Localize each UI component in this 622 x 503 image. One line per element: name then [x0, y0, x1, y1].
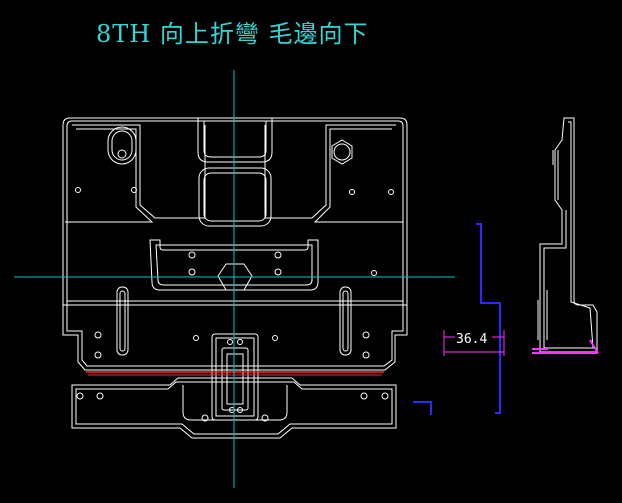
- plate-outline: [62, 117, 408, 371]
- small-holes: [75, 187, 394, 359]
- bottom-tab: [71, 377, 397, 439]
- left-vertical-slot: [116, 286, 129, 356]
- drawing-title: 8TH 向上折彎 毛邊向下: [96, 20, 368, 48]
- center-window: [198, 167, 272, 227]
- top-center-notch: [197, 118, 273, 163]
- central-emboss: [149, 239, 319, 291]
- dimension-value-label: 36.4: [456, 332, 487, 347]
- upper-left-slot-hole: [107, 126, 137, 165]
- upper-right-round-hole: [331, 139, 353, 165]
- plate-inner-outline: [66, 120, 404, 367]
- dimension-36-4: [443, 330, 505, 356]
- center-lines: [14, 70, 455, 488]
- bend-profile-view: [413, 223, 501, 415]
- right-vertical-slot: [339, 286, 352, 356]
- front-view: [62, 117, 408, 439]
- center-hexagon: [217, 263, 253, 291]
- right-side-view: [537, 117, 598, 353]
- right-raised-pad: [264, 124, 396, 219]
- left-raised-pad: [72, 124, 206, 219]
- center-bracket: [211, 333, 259, 421]
- side-view-highlight: [532, 339, 599, 354]
